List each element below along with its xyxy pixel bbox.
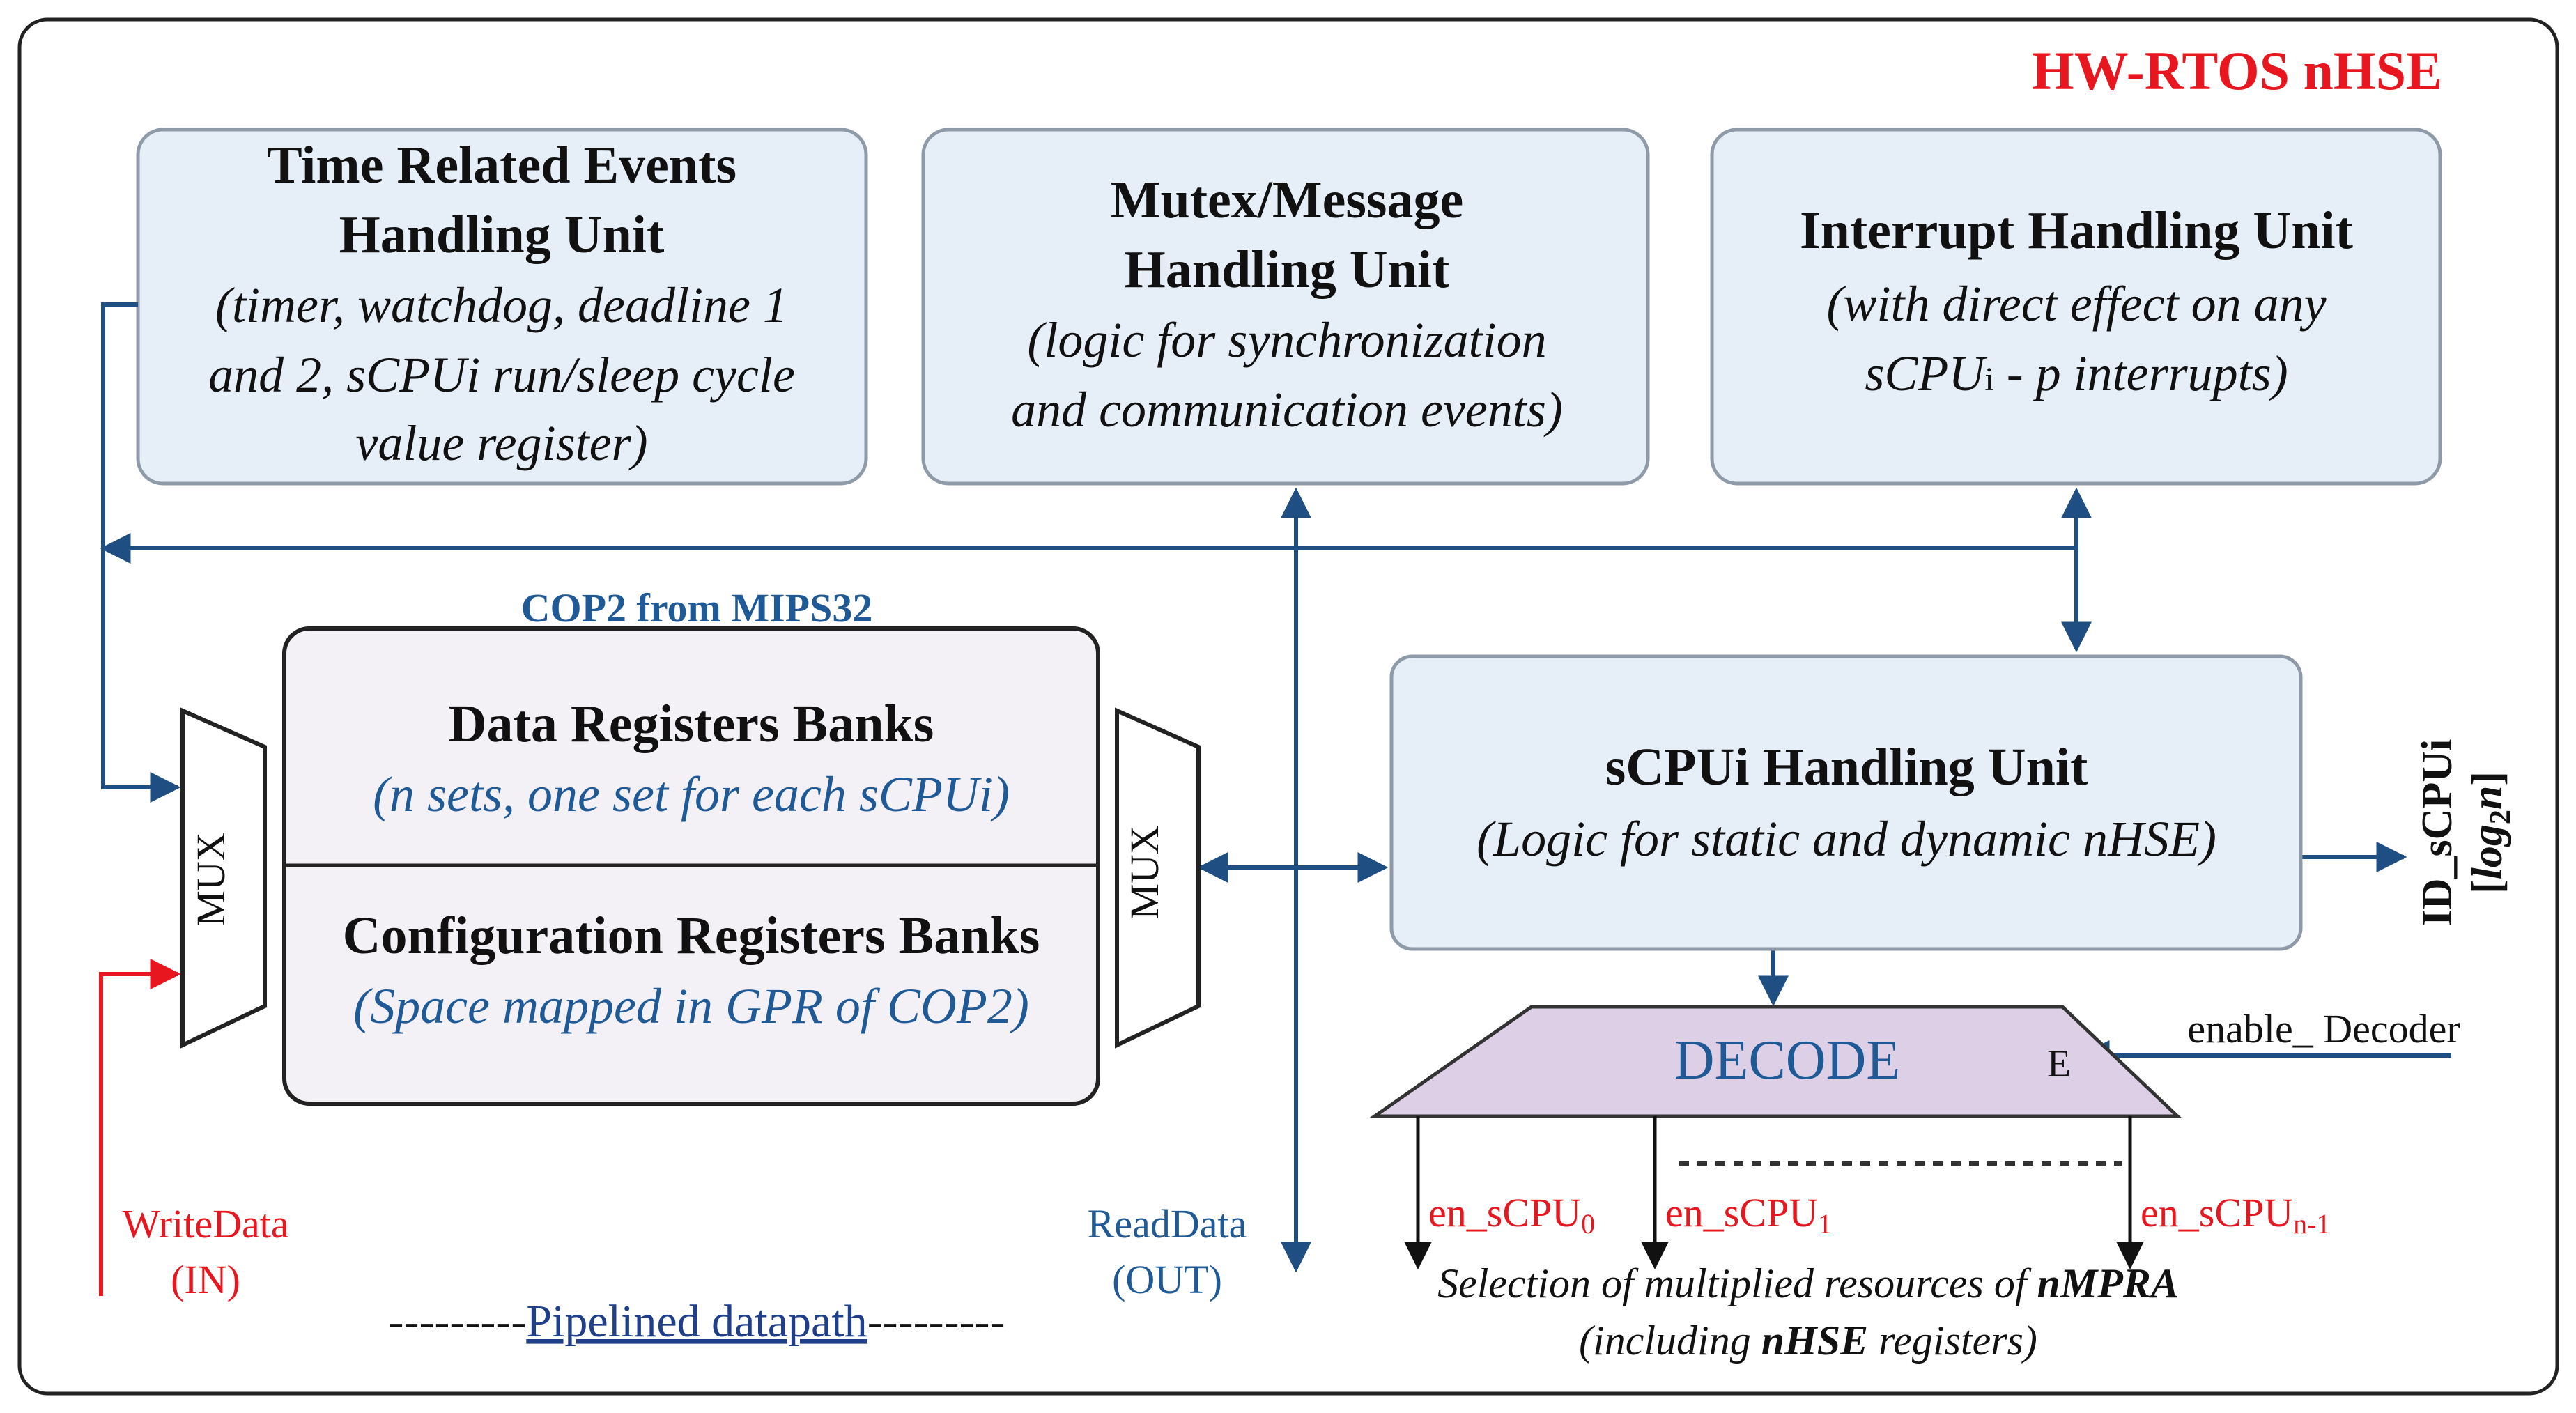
mux-left-label: MUX — [188, 832, 233, 926]
time-events-desc-3: value register) — [355, 415, 647, 471]
enable-decoder-label: enable_ Decoder — [2187, 1006, 2460, 1051]
decoder-shape — [1369, 1005, 2182, 1118]
en-scpu1-label: en_sCPU1 — [1665, 1190, 1832, 1240]
mux-right-shape — [1115, 707, 1201, 1049]
cop2-label: COP2 from MIPS32 — [521, 585, 873, 631]
mutex-title-1: Mutex/Message — [1111, 171, 1464, 229]
selection-line-1: Selection of multiplied resources of nMP… — [1437, 1260, 2179, 1306]
pipeline-label: ---------Pipelined datapath--------- — [389, 1296, 1005, 1347]
interrupt-title: Interrupt Handling Unit — [1800, 201, 2353, 260]
scpu-title: sCPUi Handling Unit — [1605, 738, 2088, 796]
writedata-line — [99, 959, 181, 1296]
id-scpu-line-2: [log2n] — [2464, 771, 2517, 894]
mux-left: MUX — [180, 707, 267, 1049]
id-scpu-label: ID_sCPUi [log2n] — [2414, 739, 2517, 927]
mux-right-label: MUX — [1122, 825, 1167, 919]
selection-line-2: (including nHSE registers) — [1579, 1318, 2037, 1364]
decoder-label: DECODE — [1674, 1030, 1900, 1091]
mutex-desc-1: (logic for synchronization — [1027, 312, 1546, 368]
en-scpu0-label: en_sCPU0 — [1428, 1190, 1595, 1240]
selection-line-2-post: registers) — [1868, 1318, 2037, 1364]
time-to-mux-line — [101, 302, 181, 803]
id-scpu-close: ] — [2464, 771, 2511, 786]
selection-line-2-pre: (including — [1579, 1318, 1761, 1364]
mutex-title-2: Handling Unit — [1125, 240, 1450, 299]
mutex-desc-2: and communication events) — [1011, 382, 1563, 438]
id-scpu-n: n — [2464, 786, 2511, 810]
en-scpu0-base: en_sCPU — [1428, 1190, 1581, 1235]
interrupt-unit: Interrupt Handling Unit (with direct eff… — [1710, 128, 2442, 486]
register-banks: Data Registers Banks (n sets, one set fo… — [282, 626, 1100, 1106]
diagram-title: HW-RTOS nHSE — [2032, 40, 2442, 101]
interrupt-desc-2-post: - p interrupts) — [1994, 346, 2288, 401]
time-events-desc-2: and 2, sCPUi run/sleep cycle — [208, 347, 795, 403]
interrupt-desc-1: (with direct effect on any — [1826, 276, 2326, 332]
pipeline-dashes-left: --------- — [389, 1296, 527, 1347]
interrupt-unit-box — [1710, 128, 2442, 486]
writedata-label-1: WriteData — [122, 1201, 288, 1246]
id-scpu-open: [ — [2464, 879, 2511, 894]
id-scpu-sub: 2 — [2485, 810, 2517, 824]
selection-line-2-bold: nHSE — [1761, 1318, 1868, 1364]
selection-line-1-pre: Selection of multiplied resources of — [1437, 1260, 2037, 1306]
pipeline-text: Pipelined datapath — [526, 1296, 867, 1347]
readdata-label-1: ReadData — [1088, 1201, 1247, 1246]
data-registers-desc: (n sets, one set for each sCPUi) — [373, 766, 1010, 822]
en-scpu1-base: en_sCPU — [1665, 1190, 1818, 1235]
interrupt-desc-2-pre: sCPU — [1865, 346, 1987, 401]
en-scpu0-sub: 0 — [1581, 1208, 1595, 1240]
en-scpun-label: en_sCPUn-1 — [2141, 1190, 2330, 1240]
interrupt-desc-2-sub: i — [1984, 361, 1993, 398]
mutex-unit: Mutex/Message Handling Unit (logic for s… — [921, 128, 1650, 486]
time-events-unit: Time Related Events Handling Unit (timer… — [136, 128, 868, 486]
scpu-desc: (Logic for static and dynamic nHSE) — [1476, 811, 2216, 867]
decoder: DECODE E — [1369, 1005, 2182, 1118]
time-events-desc-1: (timer, watchdog, deadline 1 — [215, 277, 788, 333]
time-events-title-2: Handling Unit — [339, 206, 665, 264]
decoder-enable-pin: E — [2047, 1042, 2071, 1086]
config-registers-title: Configuration Registers Banks — [343, 906, 1040, 965]
bus-lines — [100, 302, 2451, 1273]
data-registers-title: Data Registers Banks — [449, 695, 934, 753]
scpu-unit-box — [1389, 654, 2303, 951]
mutex-unit-box — [921, 128, 1650, 486]
interrupt-desc-2: sCPUi - p interrupts) — [1865, 346, 2288, 401]
time-events-title-1: Time Related Events — [267, 136, 736, 194]
mux-right: MUX — [1115, 707, 1201, 1049]
config-registers-desc: (Space mapped in GPR of COP2) — [353, 978, 1029, 1034]
selection-line-1-bold: nMPRA — [2037, 1260, 2178, 1306]
en-scpun-sub: n-1 — [2293, 1208, 2330, 1240]
id-scpu-line-1: ID_sCPUi — [2414, 739, 2461, 927]
mux-left-shape — [180, 707, 267, 1049]
en-scpu1-sub: 1 — [1818, 1208, 1832, 1240]
scpu-unit: sCPUi Handling Unit (Logic for static an… — [1389, 654, 2303, 951]
readdata-label-2: (OUT) — [1112, 1257, 1222, 1302]
decoder-outputs — [1404, 1116, 2144, 1269]
pipeline-dashes-right: --------- — [867, 1296, 1005, 1347]
id-scpu-log: log — [2464, 824, 2511, 879]
en-scpun-base: en_sCPU — [2141, 1190, 2293, 1235]
writedata-label-2: (IN) — [171, 1257, 240, 1302]
